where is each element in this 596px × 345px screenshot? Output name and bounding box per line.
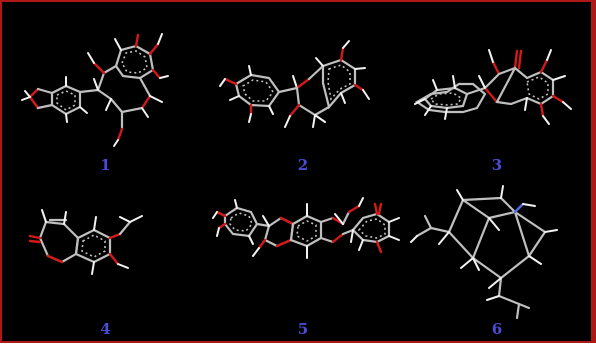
molecule-panel-5: 5 <box>203 184 403 345</box>
molecule-label-3: 3 <box>491 156 503 174</box>
molecule-panel-6: 6 <box>403 184 591 345</box>
molecule-panel-4: 4 <box>8 184 203 345</box>
molecule-grid: 1 <box>8 6 591 345</box>
molecule-structure-3 <box>414 49 572 125</box>
molecule-label-5: 5 <box>297 320 309 338</box>
molecule-label-4: 4 <box>100 320 111 338</box>
molecule-label-6: 6 <box>491 320 503 338</box>
molecule-panel-3: 3 <box>403 6 591 184</box>
molecule-structure-5 <box>212 197 400 259</box>
molecule-label-1: 1 <box>100 156 111 174</box>
molecule-structure-6 <box>410 185 558 320</box>
molecule-structure-2 <box>219 40 370 128</box>
molecule-panel-1: 1 <box>8 6 203 184</box>
molecule-panel-2: 2 <box>203 6 403 184</box>
molecule-structure-4 <box>28 209 143 275</box>
figure-canvas: 1 <box>8 6 589 341</box>
molecule-structure-1 <box>21 33 169 147</box>
molecule-label-2: 2 <box>297 156 309 174</box>
